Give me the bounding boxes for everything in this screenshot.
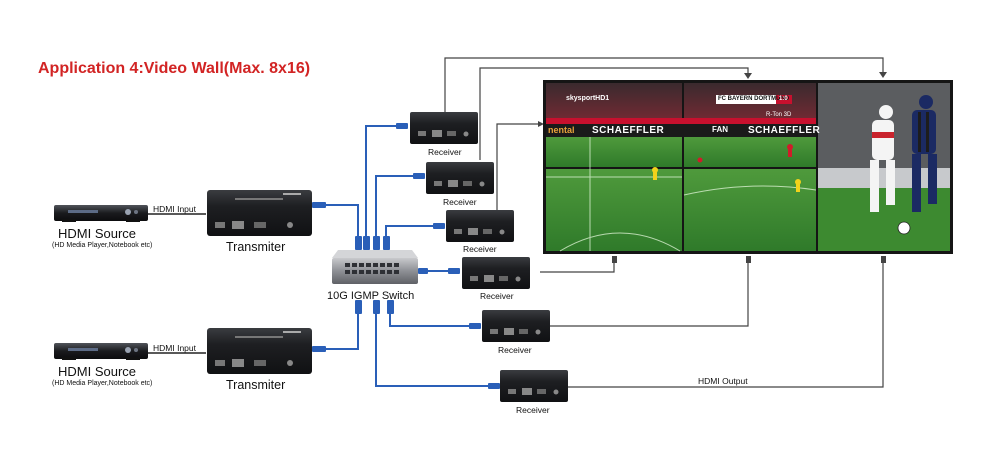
receiver-4-label: Receiver bbox=[480, 291, 514, 301]
hdmi-source-2 bbox=[54, 343, 148, 360]
hdmi-output-label: HDMI Output bbox=[698, 376, 748, 386]
cable-plugs bbox=[312, 123, 500, 389]
source-1-label: HDMI Source bbox=[58, 226, 137, 241]
hdmi-input-cables bbox=[148, 213, 206, 354]
transmitter-1-label: Transmiter bbox=[226, 240, 286, 254]
source-1-sub: (HD Media Player,Notebook etc) bbox=[52, 242, 153, 249]
igmp-switch bbox=[332, 250, 418, 284]
transmitter-1 bbox=[207, 190, 312, 236]
receiver-device-1 bbox=[410, 112, 478, 144]
receiver-device-2 bbox=[426, 162, 494, 194]
ad-board-mid: FAN bbox=[712, 125, 728, 134]
receiver-1-label: Receiver bbox=[428, 147, 462, 157]
scoreboard-score: 1:0 bbox=[779, 96, 788, 102]
receiver-device-6 bbox=[500, 370, 568, 402]
hdmi-source-1 bbox=[54, 205, 148, 222]
transmitter-2-label: Transmiter bbox=[226, 378, 286, 392]
receiver-device-3 bbox=[446, 210, 514, 242]
receiver-3-label: Receiver bbox=[463, 244, 497, 254]
hdmi-output-lines bbox=[444, 57, 884, 388]
channel-logo: skysportHD1 bbox=[566, 95, 610, 102]
source-2-sub: (HD Media Player,Notebook etc) bbox=[52, 380, 153, 387]
connector-arrows bbox=[538, 72, 887, 263]
ad-board-sponsor-1: SCHAEFFLER bbox=[592, 125, 665, 136]
receiver-device-4 bbox=[462, 257, 530, 289]
receiver-6-label: Receiver bbox=[516, 405, 550, 415]
ad-overlay-text: R-Ton 3D bbox=[766, 112, 792, 118]
ad-board-sponsor-2: SCHAEFFLER bbox=[748, 125, 821, 136]
ad-board-left: nental bbox=[548, 125, 575, 135]
source-2-label: HDMI Source bbox=[58, 364, 137, 379]
source-2-input-label: HDMI Input bbox=[153, 343, 196, 353]
source-1-input-label: HDMI Input bbox=[153, 204, 196, 214]
video-wall bbox=[543, 80, 953, 254]
receiver-2-label: Receiver bbox=[443, 197, 477, 207]
scoreboard-teams: FC BAYERN DORTMUND bbox=[718, 96, 790, 102]
diagram-title: Application 4:Video Wall(Max. 8x16) bbox=[38, 60, 311, 77]
receiver-device-5 bbox=[482, 310, 550, 342]
switch-label: 10G IGMP Switch bbox=[327, 290, 415, 302]
transmitter-2 bbox=[207, 328, 312, 374]
receiver-5-label: Receiver bbox=[498, 345, 532, 355]
